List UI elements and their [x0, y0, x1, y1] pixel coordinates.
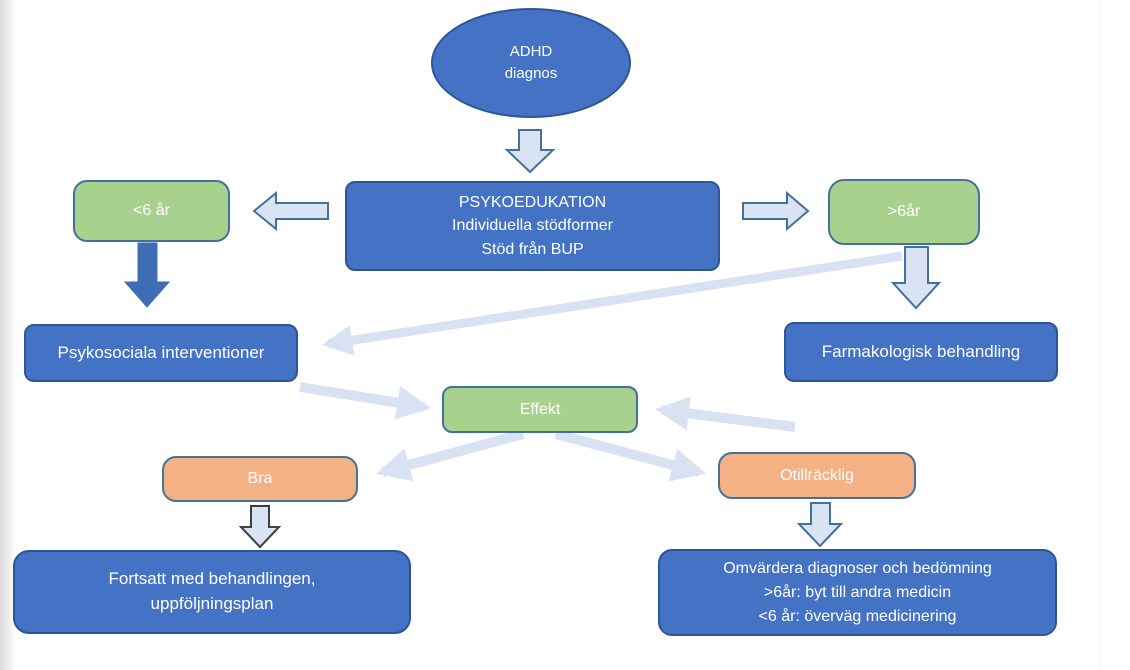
down-arrow-under6-icon: [123, 242, 171, 308]
node-under-6-years: <6 år: [73, 180, 230, 242]
right-arrow-to-over6-icon: [742, 190, 810, 232]
node-otillracklig-label: Otillräcklig: [780, 466, 854, 484]
node-fortsatt-line2: uppföljningsplan: [150, 594, 274, 613]
node-farmakologisk-behandling: Farmakologisk behandling: [784, 322, 1058, 382]
connector-over6-to-psykosociala: [321, 251, 903, 356]
node-bra: Bra: [162, 456, 358, 502]
node-otillracklig: Otillräcklig: [718, 452, 916, 499]
node-effekt-label: Effekt: [519, 400, 561, 418]
node-psykoedukation: PSYKOEDUKATION Individuella stödformer S…: [345, 181, 720, 271]
node-psykoedukation-line1: PSYKOEDUKATION: [458, 194, 607, 212]
node-over-6-label: >6år: [887, 203, 921, 221]
node-over-6-years: >6år: [828, 179, 980, 245]
node-bra-label: Bra: [247, 470, 273, 488]
node-psykosociala-label: Psykosociala interventioner: [57, 342, 265, 362]
node-omvardera-line3: <6 år: överväg medicinering: [758, 607, 957, 625]
connector-psykosociala-to-effekt: [299, 382, 431, 420]
node-farmakologisk-label: Farmakologisk behandling: [821, 341, 1021, 361]
node-adhd-diagnos: ADHD diagnos: [431, 8, 631, 118]
node-fortsatt-behandling: Fortsatt med behandlingen, uppföljningsp…: [13, 550, 411, 634]
node-psykoedukation-line3: Stöd från BUP: [481, 240, 584, 258]
connector-farmakologisk-to-effekt: [655, 396, 796, 432]
left-arrow-to-under6-icon: [252, 190, 329, 232]
down-arrow-otillracklig-icon: [796, 502, 844, 548]
node-effekt: Effekt: [442, 386, 638, 433]
down-arrow-adhd-icon: [504, 129, 556, 174]
node-psykoedukation-line2: Individuella stödformer: [452, 217, 613, 235]
node-omvardera-line1: Omvärdera diagnoser och bedömning: [723, 559, 992, 577]
node-omvardera-line2: >6år: byt till andra medicin: [763, 583, 952, 601]
node-psykosociala-interventioner: Psykosociala interventioner: [24, 324, 298, 382]
connector-effekt-to-bra: [376, 429, 525, 482]
connector-effekt-to-otillracklig: [554, 429, 706, 482]
node-adhd-line2: diagnos: [504, 65, 558, 82]
node-omvardera-diagnoser: Omvärdera diagnoser och bedömning >6år: …: [658, 549, 1057, 636]
down-arrow-over6-icon: [890, 246, 942, 310]
slide-right-edge: [1100, 0, 1101, 670]
down-arrow-bra-icon: [238, 505, 282, 549]
node-under-6-label: <6 år: [133, 202, 170, 220]
node-fortsatt-line1: Fortsatt med behandlingen,: [108, 569, 316, 589]
node-adhd-line1: ADHD: [509, 43, 553, 61]
